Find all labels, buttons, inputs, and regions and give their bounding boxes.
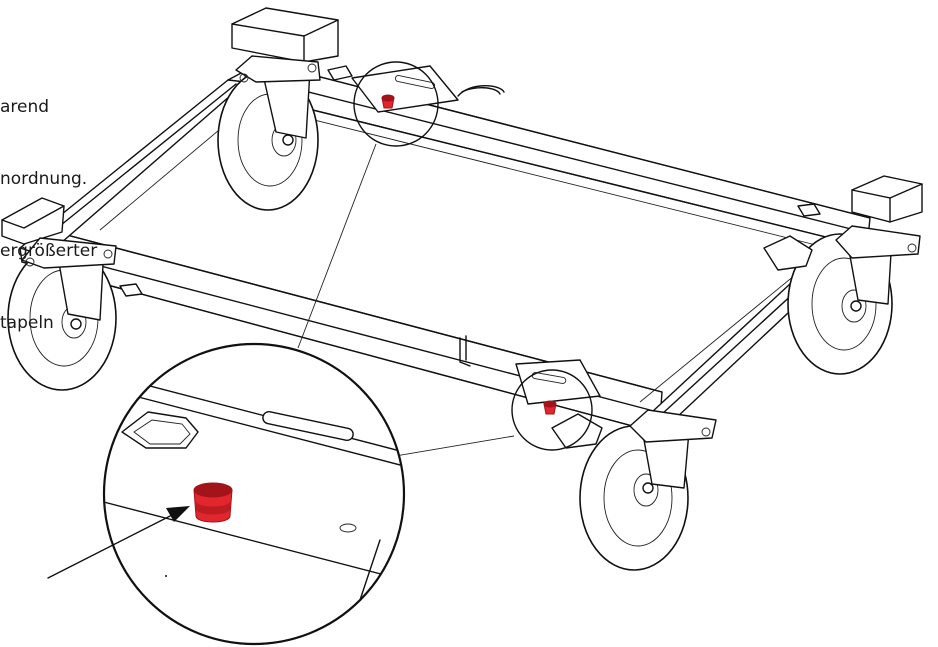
stacking-stop-rear [381, 94, 395, 109]
stacking-stop-magnified [193, 482, 233, 523]
pointer-arrow [47, 506, 190, 579]
caption-line-2: nordnung. [0, 169, 88, 189]
detail-marker-rear [353, 61, 439, 147]
caster-rear-right [763, 225, 921, 375]
caption-line-3: ergrößerter [0, 241, 98, 261]
caption-line-1: arend [0, 97, 50, 117]
caster-front-right [551, 409, 717, 571]
caster-front-left [7, 237, 117, 391]
magnified-detail [102, 342, 406, 646]
caster-rear-left [217, 55, 321, 211]
caption-line-4: tapeln [0, 313, 54, 333]
caption-text: arend nordnung. ergrößerter tapeln [0, 47, 200, 359]
detail-marker-front [511, 369, 593, 451]
stacking-stop-front [543, 400, 557, 415]
